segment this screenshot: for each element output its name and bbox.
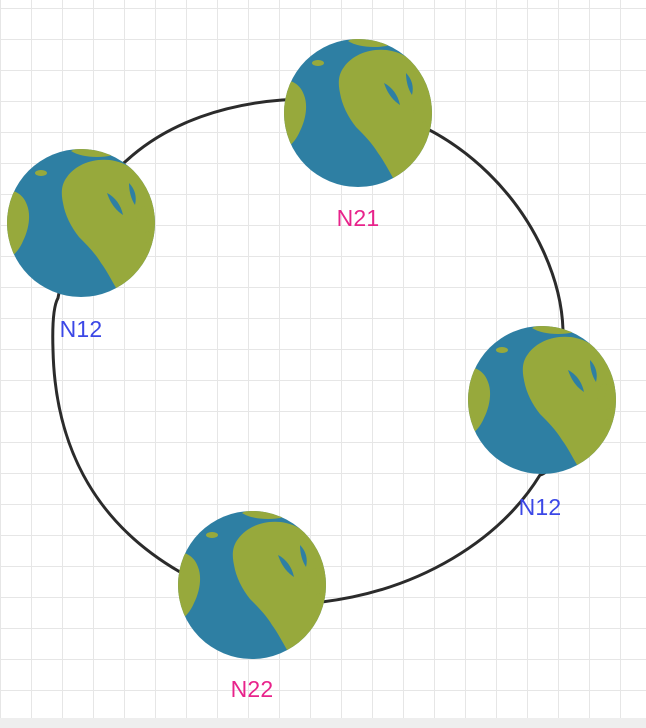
globe-icon [1, 145, 163, 297]
globe-icon [462, 322, 624, 474]
globe-icon [172, 507, 334, 659]
bottom-strip [0, 718, 646, 728]
globe-icon [278, 35, 440, 187]
node-label-n12-left: N12 [59, 316, 103, 342]
node-label-n21: N21 [336, 205, 380, 231]
node-label-n22: N22 [230, 676, 274, 702]
node-label-n12-right: N12 [518, 494, 562, 520]
